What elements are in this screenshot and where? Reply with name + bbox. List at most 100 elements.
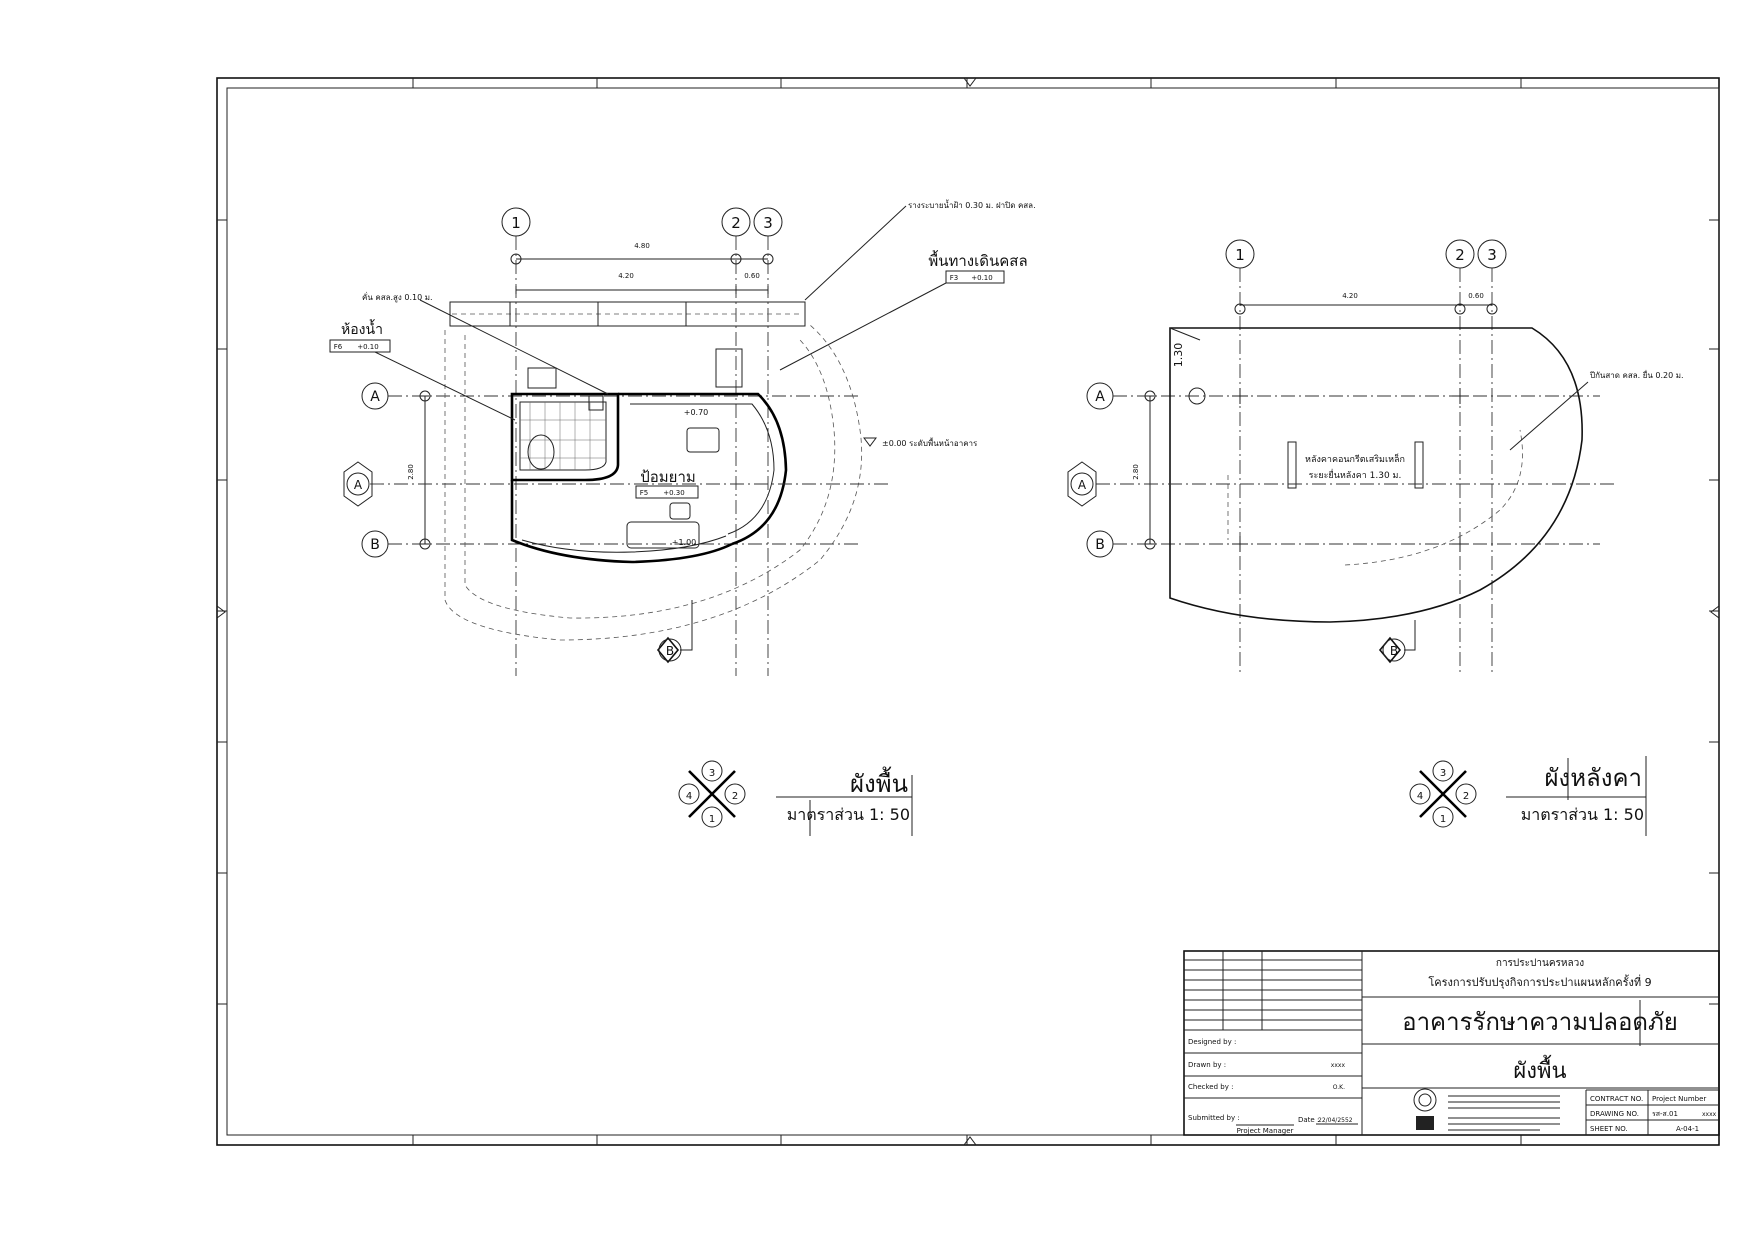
grid-bubble-2: 2 (1445, 239, 1475, 269)
title-block: Designed by : Drawn by : xxxx Checked by… (1183, 950, 1720, 1136)
walkway-outline (444, 324, 863, 641)
svg-text:2: 2 (1463, 791, 1469, 802)
svg-text:±0.00 ระดับพื้นหน้าอาคาร: ±0.00 ระดับพื้นหน้าอาคาร (882, 437, 978, 448)
svg-text:ระยะยื่นหลังคา 1.30 ม.: ระยะยื่นหลังคา 1.30 ม. (1309, 468, 1402, 481)
grid-bubble-a: A (1086, 382, 1114, 410)
grid-bubble-3: 3 (753, 207, 783, 237)
level-mark: +0.70 (684, 408, 709, 417)
key-plan-right: 3 4 2 1 (1409, 760, 1477, 828)
scale-text: มาตราส่วน 1: 50 (1521, 805, 1644, 824)
grid-bubble-b: B (1086, 530, 1114, 558)
svg-text:ห้องน้ำ: ห้องน้ำ (341, 319, 383, 338)
grid-label: 1 (1235, 246, 1245, 264)
project-name: โครงการปรับปรุงกิจการประปาแผนหลักครั้งที… (1428, 974, 1651, 989)
grid-bubble-3: 3 (1477, 239, 1507, 269)
grid-bubble-1: 1 (1225, 239, 1255, 269)
dimension-text: 1.30 (1172, 343, 1185, 368)
grid-label: 2 (731, 214, 741, 232)
svg-text:B: B (666, 644, 674, 658)
owner-name: การประปานครหลวง (1496, 958, 1584, 969)
walkway-inner-outline (464, 335, 836, 619)
svg-text:1: 1 (1440, 814, 1446, 825)
svg-text:3: 3 (709, 768, 715, 779)
dimension-text: 0.60 (1468, 292, 1484, 300)
dimension-text: 2.80 (407, 464, 415, 480)
ground-level-note: ±0.00 ระดับพื้นหน้าอาคาร (863, 437, 978, 448)
svg-text:4: 4 (1417, 791, 1423, 802)
svg-text:F3: F3 (950, 274, 958, 282)
svg-text:ป้อมยาม: ป้อมยาม (640, 468, 696, 486)
grid-bubble-b: B (361, 530, 389, 558)
svg-text:2: 2 (732, 791, 738, 802)
section-marker-a: A (343, 461, 890, 507)
svg-text:+0.10: +0.10 (357, 343, 378, 351)
grid-label: B (1095, 537, 1105, 553)
scale-text: มาตราส่วน 1: 50 (787, 805, 910, 824)
toilet-room (510, 367, 620, 482)
dimension-text: 2.80 (1132, 464, 1140, 480)
drain-strip (449, 301, 806, 327)
grid-label: 3 (1487, 246, 1497, 264)
project-manager-label: Project Manager (1237, 1127, 1294, 1135)
svg-text:ปีกันสาด คสล. ยื่น 0.20 ม.: ปีกันสาด คสล. ยื่น 0.20 ม. (1589, 369, 1683, 380)
svg-text:F5: F5 (640, 489, 648, 497)
floor-plan-title: ผังพื้น มาตราส่วน 1: 50 (776, 766, 913, 836)
grid-label: A (1095, 389, 1105, 405)
grid-label: B (370, 537, 380, 553)
date-value: 22/04/2552 (1318, 1117, 1353, 1124)
edge-note: ปีกันสาด คสล. ยื่น 0.20 ม. (1509, 369, 1684, 451)
roof-plan-title: ผังหลังคา มาตราส่วน 1: 50 (1506, 756, 1647, 836)
roof-outline (1169, 327, 1583, 623)
date-label: Date : (1298, 1116, 1319, 1124)
svg-text:+0.10: +0.10 (971, 274, 992, 282)
key-plan-left: 3 4 2 1 (678, 760, 746, 828)
roof-plan: 1 2 3 A B 4.20 0.60 2.80 1.30 (1067, 239, 1684, 836)
level-mark: +1.00 (672, 538, 697, 547)
grid-label: 1 (511, 214, 521, 232)
svg-text:3: 3 (1440, 768, 1446, 779)
drawing-no-label: DRAWING NO. (1590, 1110, 1639, 1118)
drawn-by-value: xxxx (1331, 1062, 1346, 1069)
designed-by-label: Designed by : (1188, 1038, 1236, 1046)
page-title: ผังพื้น (850, 766, 908, 798)
sheet-no-value: A-04-1 (1676, 1125, 1699, 1133)
grid-bubble-a: A (361, 382, 389, 410)
section-marker-b: B (1378, 620, 1416, 664)
guard-room (510, 348, 788, 564)
section-marker-b: B (656, 600, 693, 664)
grid-bubble-2: 2 (721, 207, 751, 237)
svg-text:A: A (354, 478, 363, 492)
svg-text:A: A (1078, 478, 1087, 492)
svg-text:พื้นทางเดินคสล: พื้นทางเดินคสล (928, 250, 1027, 270)
guard-room-label: ป้อมยาม F5 +0.30 (635, 468, 699, 499)
contract-no-value: Project Number (1652, 1095, 1706, 1103)
toilet-label: ห้องน้ำ F6 +0.10 (329, 319, 391, 353)
building-name: อาคารรักษาความปลอดภัย (1402, 1008, 1678, 1036)
roof-note: หลังคาคอนกรีตเสริมเหล็ก ระยะยื่นหลังคา 1… (1287, 441, 1424, 489)
dimension-text: 0.60 (744, 272, 760, 280)
grid-bubble-1: 1 (501, 207, 531, 237)
drawing-no-value: รส-ส.01 (1652, 1110, 1678, 1118)
grid-label: 3 (763, 214, 773, 232)
checked-by-label: Checked by : (1188, 1083, 1233, 1091)
svg-text:+0.30: +0.30 (663, 489, 684, 497)
sheet-title: ผังพื้น (1513, 1055, 1566, 1084)
drawn-by-label: Drawn by : (1188, 1061, 1226, 1069)
firm-logo (1413, 1088, 1560, 1131)
svg-text:4: 4 (686, 791, 692, 802)
drawing-no-extra: xxxx (1702, 1111, 1717, 1118)
note-step: คั่น คสล.สูง 0.10 ม. (362, 291, 433, 303)
section-marker-a: A (1067, 461, 1615, 507)
grid-label: A (370, 389, 380, 405)
note-drain: รางระบายน้ำฝ้า 0.30 ม. ฝาปิด คสล. (908, 199, 1036, 210)
dimension-text: 4.20 (618, 272, 634, 280)
submitted-by-label: Submitted by : (1188, 1114, 1240, 1122)
dimension-text: 4.80 (634, 242, 650, 250)
page-title: ผังหลังคา (1544, 764, 1642, 792)
svg-text:1: 1 (709, 814, 715, 825)
dimension-text: 4.20 (1342, 292, 1358, 300)
svg-text:F6: F6 (334, 343, 343, 351)
sheet-no-label: SHEET NO. (1590, 1125, 1628, 1133)
sheet-frame (216, 77, 1720, 1146)
